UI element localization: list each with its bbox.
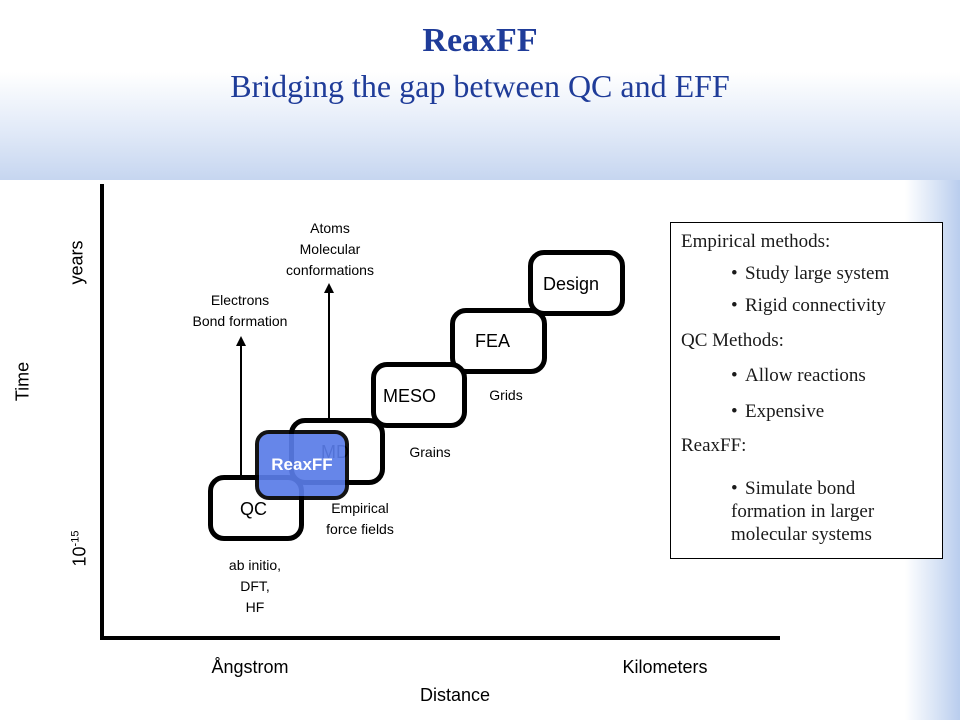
x-axis-label: Distance [419,685,491,705]
bullet-icon: • [731,401,738,422]
atoms-label: Atoms Molecular conformations [255,218,405,281]
panel-bullet-rigid: • Rigid connectivity [731,294,886,317]
panel-heading-empirical: Empirical methods: [681,231,831,252]
electrons-label-line1: Electrons [210,292,270,308]
design-label: Design [543,274,600,294]
x-axis-left-label: Ångstrom [211,657,289,677]
fea-label: FEA [475,331,511,351]
y-axis-label: Time [12,361,33,402]
bullet-icon: • [731,263,738,284]
y-axis-bottom-exponent: -15 [69,530,82,547]
panel-bullet-simulate-line1: • Simulate bond [731,477,874,500]
fea-annotation: Grids [489,387,523,403]
qc-label: QC [240,499,267,519]
reaxff-box [255,430,349,500]
x-axis [100,636,780,640]
y-axis [100,184,104,640]
electrons-arrow-line [240,345,242,475]
panel-bullet-reactions: • Allow reactions [731,364,866,387]
y-axis-top-label: years [66,240,87,285]
y-axis-bottom-label: 10-15 [70,519,91,579]
panel-heading-qc: QC Methods: [681,330,784,351]
atoms-label-line3: conformations [286,262,374,278]
meso-annotation: Grains [409,444,451,460]
meso-box [371,362,467,428]
electrons-arrow-head [236,336,246,346]
panel-bullet-text: Rigid connectivity [745,295,886,316]
qc-methods-label: ab initio, DFT, HF [195,555,315,618]
summary-panel: Empirical methods: • Study large system •… [670,222,943,559]
bullet-icon: • [731,365,738,386]
qc-methods-line3: HF [245,599,265,615]
panel-bullet-simulate: • Simulate bond formation in larger molec… [731,477,874,546]
atoms-label-line2: Molecular [299,241,361,257]
md-methods-line1: Empirical [331,500,389,516]
md-methods-label: Empirical force fields [300,498,420,540]
panel-bullet-text: Allow reactions [745,365,866,386]
qc-methods-line2: DFT, [240,578,270,594]
bullet-icon: • [731,295,738,316]
panel-bullet-text: Expensive [745,401,825,422]
fea-box [450,308,547,374]
panel-bullet-study: • Study large system [731,262,889,285]
panel-bullet-simulate-line3: molecular systems [731,524,872,545]
y-axis-bottom-base: 10 [69,546,90,567]
header-background [0,0,960,180]
atoms-arrow-line [328,292,330,420]
panel-bullet-text: Simulate bond [745,478,856,499]
design-box [528,250,625,316]
meso-label: MESO [383,386,437,406]
bullet-icon: • [731,478,738,499]
x-axis-right-label: Kilometers [622,657,708,677]
md-methods-line2: force fields [326,521,394,537]
atoms-label-line1: Atoms [310,220,350,236]
panel-bullet-simulate-line2: formation in larger [731,501,875,522]
atoms-arrow-head [324,283,334,293]
reaxff-label: ReaxFF [271,455,333,474]
qc-methods-line1: ab initio, [228,557,282,573]
panel-bullet-expensive: • Expensive [731,400,824,423]
panel-bullet-text: Study large system [745,263,890,284]
slide-subtitle: Bridging the gap between QC and EFF [230,68,730,104]
electrons-label-line2: Bond formation [192,313,288,329]
panel-heading-reaxff: ReaxFF: [681,435,747,456]
electrons-label: Electrons Bond formation [160,290,320,332]
slide-title: ReaxFF [422,22,538,59]
